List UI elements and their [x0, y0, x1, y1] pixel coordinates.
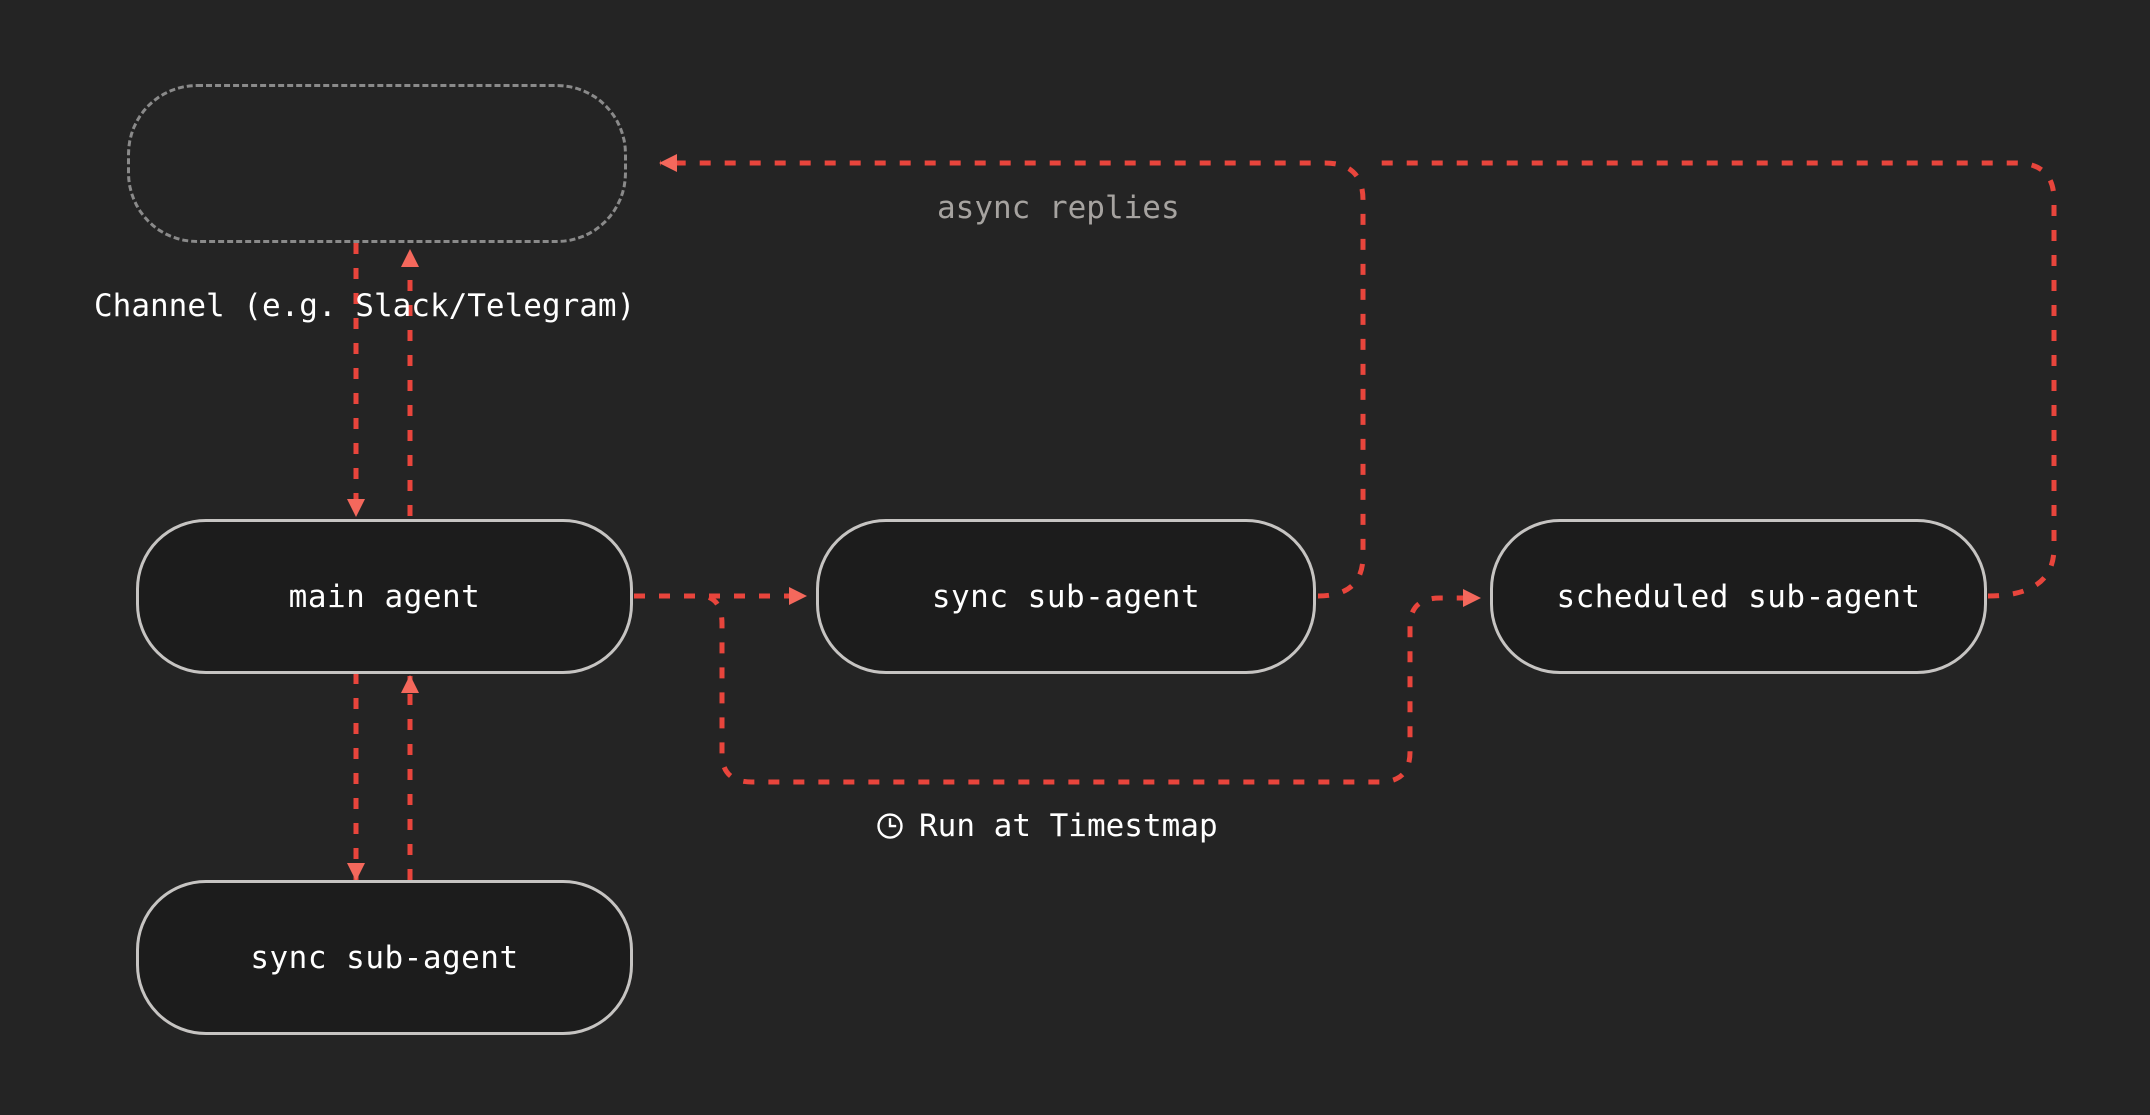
node-sync-sub-agent-top-label: sync sub-agent: [931, 578, 1201, 615]
channel-caption: Channel (e.g. Slack/Telegram): [94, 288, 636, 324]
clock-icon: [877, 813, 903, 839]
node-main-agent[interactable]: main agent: [136, 519, 633, 674]
async-replies-label: async replies: [937, 190, 1180, 226]
node-sync-sub-agent-top[interactable]: sync sub-agent: [816, 519, 1316, 674]
node-scheduled-sub-agent-label: scheduled sub-agent: [1556, 578, 1921, 615]
node-sync-sub-agent-bottom[interactable]: sync sub-agent: [136, 880, 633, 1035]
node-main-agent-label: main agent: [288, 578, 481, 615]
node-scheduled-sub-agent[interactable]: scheduled sub-agent: [1490, 519, 1987, 674]
node-sync-sub-agent-bottom-label: sync sub-agent: [250, 939, 519, 976]
run-at-timestamp-text: Run at Timestmap: [919, 808, 1218, 844]
run-at-timestamp-label: Run at Timestmap: [875, 808, 1218, 844]
node-channel[interactable]: [127, 84, 627, 243]
